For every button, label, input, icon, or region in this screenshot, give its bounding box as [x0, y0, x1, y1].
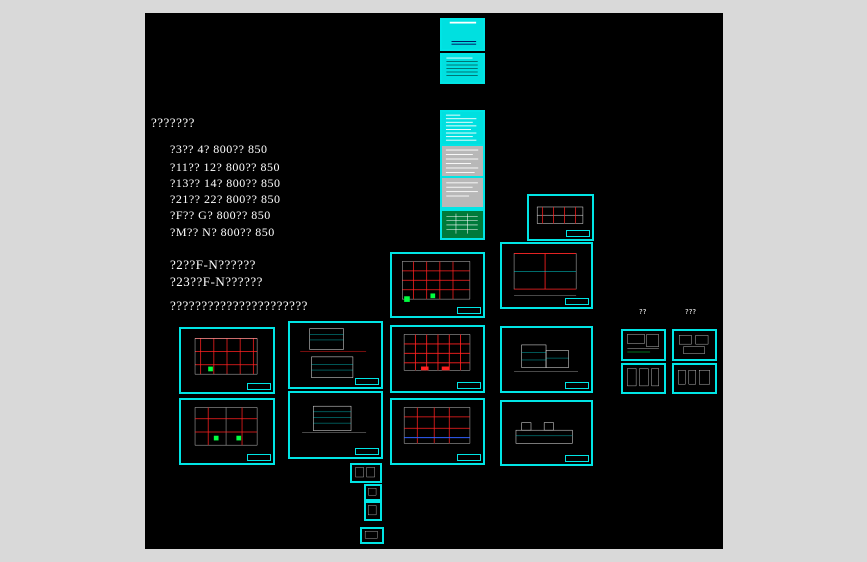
- drawing-sheet-mini-4[interactable]: [360, 527, 384, 544]
- notes-line-5: ?F?? G? 800?? 850: [170, 208, 271, 222]
- drawing-sheet-elevation-c[interactable]: [500, 400, 593, 466]
- notes-line-4: ?21?? 22? 800?? 850: [170, 192, 281, 206]
- drawing-sheet-mini-1[interactable]: [350, 463, 382, 483]
- notes-line-6: ?M?? N? 800?? 850: [170, 225, 275, 239]
- drawing-sheet-floor-plan-b[interactable]: [390, 325, 485, 393]
- drawing-sheet-detail-4[interactable]: [672, 363, 717, 394]
- notes-footer: ??????????????????????: [170, 298, 308, 313]
- drawing-sheet-section[interactable]: [288, 391, 383, 459]
- drawing-sheet-cover-2[interactable]: [440, 53, 485, 84]
- notes-heading: ???????: [151, 115, 195, 130]
- drawing-sheet-cover-1[interactable]: [440, 18, 485, 51]
- drawing-sheet-elevation-a[interactable]: [288, 321, 383, 389]
- caption-detail-group-1: ??: [639, 308, 647, 316]
- cad-model-space[interactable]: ??????? ?3?? 4? 800?? 850 ?11?? 12? 800?…: [145, 13, 723, 549]
- notes-line-2: ?11?? 12? 800?? 850: [170, 160, 281, 174]
- drawing-sheet-notes-2[interactable]: [440, 176, 485, 209]
- drawing-sheet-elevation-b[interactable]: [500, 326, 593, 393]
- caption-detail-group-2: ???: [685, 308, 697, 316]
- drawing-sheet-detail-2[interactable]: [672, 329, 717, 361]
- notes-line2-2: ?23??F-N??????: [170, 274, 263, 289]
- drawing-sheet-roof-plan[interactable]: [527, 194, 594, 241]
- notes-line-1: ?3?? 4? 800?? 850: [170, 142, 268, 156]
- drawing-sheet-mini-3[interactable]: [364, 501, 382, 521]
- drawing-sheet-mini-2[interactable]: [364, 484, 382, 501]
- drawing-sheet-floor-plan-d[interactable]: [390, 398, 485, 465]
- drawing-sheet-site-plan[interactable]: [390, 252, 485, 318]
- drawing-sheet-detail-1[interactable]: [621, 329, 666, 361]
- notes-line-3: ?13?? 14? 800?? 850: [170, 176, 281, 190]
- drawing-sheet-schedule[interactable]: [440, 209, 485, 240]
- drawing-sheet-first-floor-plan[interactable]: [500, 242, 593, 309]
- drawing-sheet-detail-3[interactable]: [621, 363, 666, 394]
- drawing-sheet-index[interactable]: [440, 110, 485, 148]
- drawing-sheet-floor-plan-a[interactable]: [179, 327, 275, 394]
- drawing-sheet-floor-plan-c[interactable]: [179, 398, 275, 465]
- notes-line2-1: ?2??F-N??????: [170, 257, 256, 272]
